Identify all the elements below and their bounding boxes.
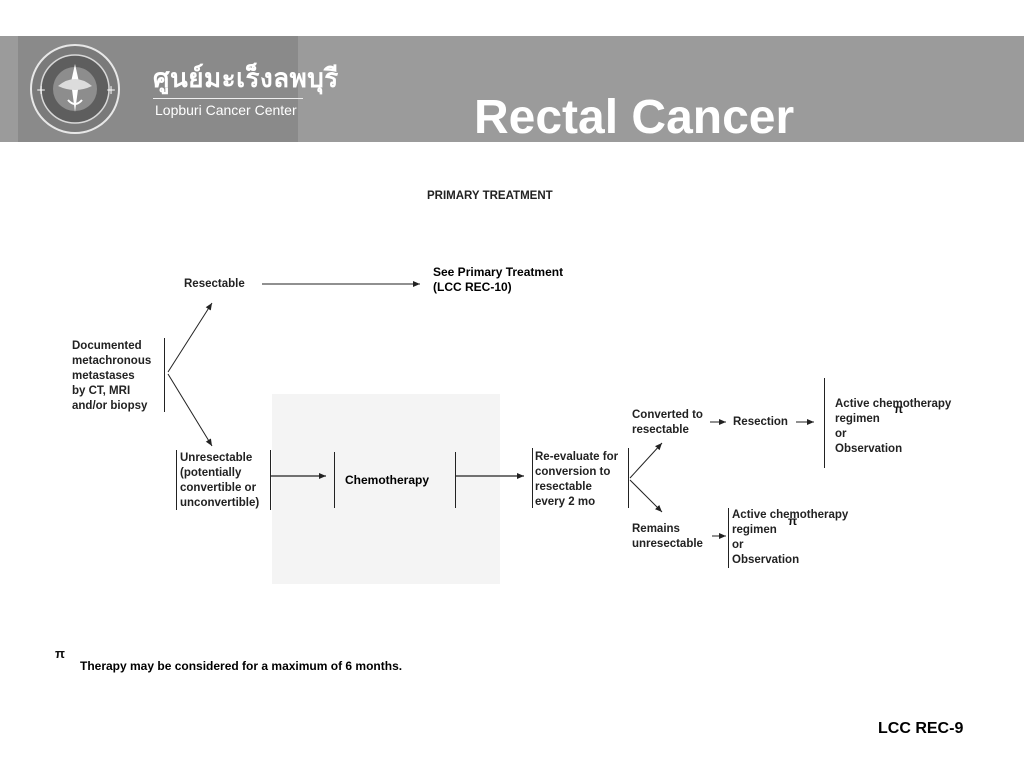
logo-thai-text: ศูนย์มะเร็งลพบุรี [153, 63, 339, 93]
footnote-text: Therapy may be considered for a maximum … [80, 659, 403, 673]
arrow-reevaluate-to-converted [629, 442, 663, 479]
node-chemotherapy: Chemotherapy [345, 473, 430, 487]
svg-text:+: + [106, 83, 116, 97]
bracket-reevaluate-left [532, 448, 533, 508]
node-converted: Converted to resectable [632, 409, 703, 436]
page-title: Rectal Cancer [474, 91, 795, 144]
arrow-documented-to-unresectable [167, 373, 213, 447]
logo-english-text: Lopburi Cancer Center [155, 102, 297, 118]
node-resection: Resection [733, 416, 788, 428]
svg-text:+: + [36, 83, 46, 97]
node-reevaluate: Re-evaluate for conversion to resectable… [535, 451, 619, 508]
bracket-active-top [824, 378, 825, 468]
bracket-chemo-right [455, 452, 456, 508]
node-remains: Remains unresectable [632, 523, 703, 550]
page-code: LCC REC-9 [878, 720, 964, 737]
section-title: PRIMARY TREATMENT [427, 190, 553, 202]
top-band [0, 0, 1024, 36]
arrow-reevaluate-to-remains [629, 479, 663, 513]
arrow-documented-to-resectable [167, 302, 213, 373]
node-documented: Documented metachronous metastases by CT… [72, 340, 152, 412]
bracket-active-bottom [728, 508, 729, 568]
node-unresectable: Unresectable (potentially convertible or… [180, 452, 260, 509]
bracket-unresectable-right [270, 450, 271, 510]
logo-divider [153, 98, 303, 99]
pi-marker-top: π [894, 402, 904, 416]
seal-icon: + + [30, 44, 120, 134]
pi-marker-bottom: π [788, 514, 798, 528]
logo: + + ศูนย์มะเร็งลพบุรี Lopburi Cancer Cen… [18, 36, 338, 142]
bracket-documented [164, 338, 165, 412]
node-see-primary-treatment: See Primary Treatment (LCC REC-10) [433, 265, 564, 294]
node-resectable: Resectable [184, 278, 245, 290]
bracket-chemo-left [334, 452, 335, 508]
bracket-unresectable-left [176, 450, 177, 510]
footnote-symbol: π [55, 646, 65, 661]
node-active-top: Active chemotherapy regimen or Observati… [835, 398, 952, 455]
header-bar: + + ศูนย์มะเร็งลพบุรี Lopburi Cancer Cen… [0, 36, 1024, 142]
node-active-bottom: Active chemotherapy regimen or Observati… [732, 509, 849, 566]
bracket-reevaluate-right [628, 448, 629, 508]
scan-shadow [272, 394, 500, 584]
